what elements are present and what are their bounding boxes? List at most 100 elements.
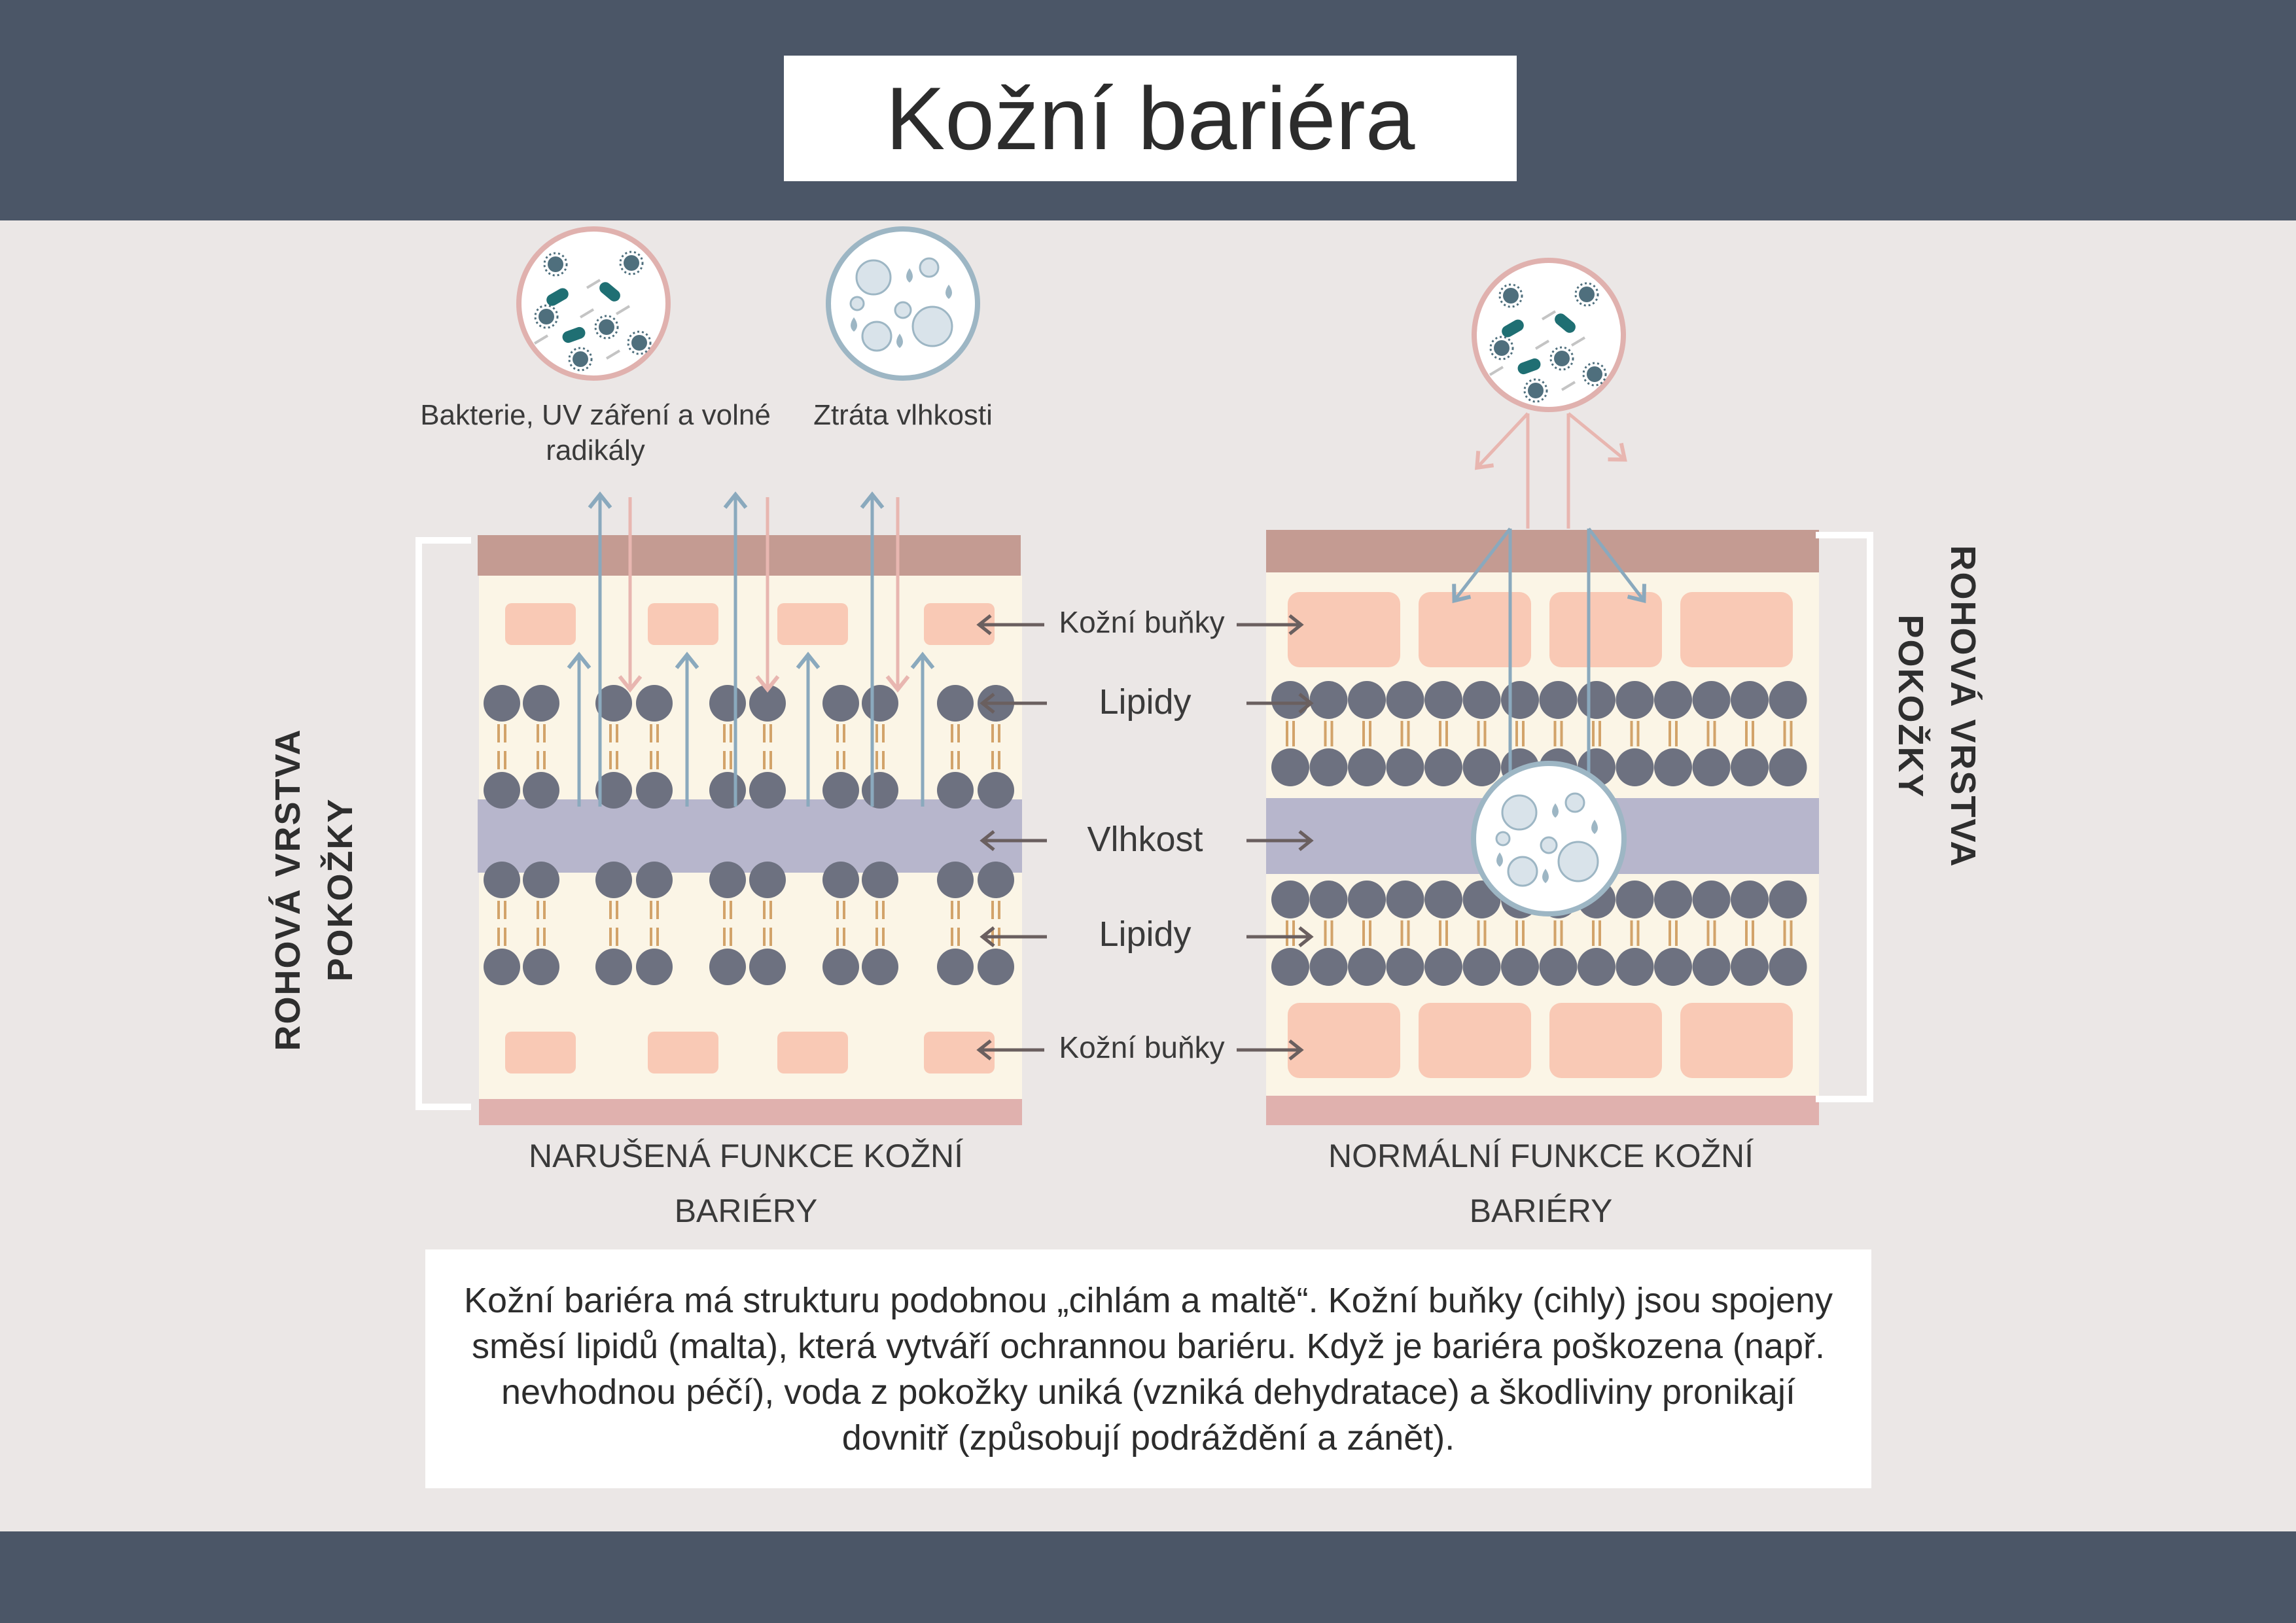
lipid-layers bbox=[484, 685, 1014, 985]
lipid-head bbox=[636, 772, 673, 809]
lipid-head bbox=[749, 949, 786, 985]
skin-cell bbox=[1288, 592, 1400, 667]
lipid-head bbox=[709, 862, 746, 898]
lipid-head bbox=[1769, 748, 1807, 786]
water-drop bbox=[896, 334, 903, 348]
lipid-head bbox=[937, 685, 974, 722]
lipid-head bbox=[1271, 881, 1309, 918]
uv-ray bbox=[586, 279, 601, 289]
lipid-head bbox=[1539, 948, 1578, 986]
virus-particle bbox=[1503, 288, 1519, 304]
lipid-head bbox=[749, 685, 786, 722]
lipid-head bbox=[1386, 948, 1424, 986]
bacteria-circle bbox=[516, 226, 671, 381]
stratum-top-border bbox=[478, 535, 1021, 576]
virus-spikes bbox=[627, 330, 652, 355]
lipid-head bbox=[978, 772, 1014, 809]
water-bubble bbox=[1564, 792, 1585, 813]
virus-spikes bbox=[1582, 362, 1607, 387]
lipid-head bbox=[1386, 881, 1424, 918]
penetration-arrows bbox=[567, 491, 935, 807]
lipid-head bbox=[1654, 748, 1692, 786]
lipid-head bbox=[1309, 681, 1348, 719]
lipid-head bbox=[749, 772, 786, 809]
lipid-head bbox=[978, 949, 1014, 985]
lipid-head bbox=[1348, 881, 1386, 918]
uv-ray bbox=[1541, 310, 1557, 321]
right-bracket bbox=[1816, 532, 1873, 1102]
virus-particle bbox=[1528, 383, 1544, 398]
uv-ray bbox=[1561, 381, 1576, 391]
uv-ray bbox=[605, 349, 621, 360]
lipid-head bbox=[1462, 681, 1501, 719]
lipid-head bbox=[484, 862, 520, 898]
water-drop bbox=[906, 268, 913, 283]
lipid-head bbox=[1309, 748, 1348, 786]
water-bubble bbox=[1540, 836, 1558, 854]
lipid-head bbox=[1731, 881, 1769, 918]
lipid-head bbox=[484, 772, 520, 809]
skin-cell bbox=[505, 1032, 576, 1073]
caption-normal: NORMÁLNÍ FUNKCE KOŽNÍ BARIÉRY bbox=[1328, 1138, 1754, 1229]
lipid-head bbox=[1654, 948, 1692, 986]
lipid-head bbox=[862, 685, 898, 722]
lipid-head bbox=[1348, 948, 1386, 986]
stratum-top-border bbox=[1266, 530, 1819, 572]
skin-cell bbox=[924, 1032, 995, 1073]
skin-cell bbox=[1288, 1003, 1400, 1078]
lipid-head bbox=[636, 862, 673, 898]
lipid-head bbox=[1654, 881, 1692, 918]
lipid-head bbox=[1692, 681, 1731, 719]
skin-cell bbox=[1419, 1003, 1531, 1078]
lipid-head bbox=[862, 772, 898, 809]
retained-moisture-icon bbox=[1471, 761, 1627, 916]
lipid-head bbox=[1539, 681, 1578, 719]
virus-particle bbox=[624, 255, 639, 271]
bacterium bbox=[1555, 313, 1576, 333]
skin-cell bbox=[1549, 1003, 1662, 1078]
normal-barrier bbox=[1266, 412, 1819, 1125]
lipid-head bbox=[1616, 948, 1654, 986]
lipid-head bbox=[523, 772, 559, 809]
skin-cells-label-bottom: Kožní buňky bbox=[1059, 1030, 1225, 1064]
virus-particle bbox=[573, 351, 588, 367]
bacteria-label: Bakterie, UV záření a volné radikály bbox=[420, 399, 771, 466]
water-drop bbox=[1552, 803, 1559, 818]
page-title: Kožní bariéra bbox=[885, 69, 1415, 168]
lipid-head bbox=[709, 685, 746, 722]
lipid-head bbox=[1462, 948, 1501, 986]
water-bubble bbox=[1495, 831, 1511, 846]
bacterium bbox=[599, 282, 620, 302]
skin-cell bbox=[648, 603, 718, 645]
lipid-head bbox=[523, 862, 559, 898]
water-drop bbox=[1496, 852, 1503, 867]
lipids-label-top: Lipidy bbox=[1099, 682, 1192, 722]
skin-cell bbox=[1419, 592, 1531, 667]
lipid-head bbox=[484, 685, 520, 722]
virus-spikes bbox=[1498, 283, 1523, 308]
description-box: Kožní bariéra má strukturu podobnou „cih… bbox=[425, 1249, 1871, 1488]
lipid-head bbox=[1462, 748, 1501, 786]
virus-spikes bbox=[568, 347, 593, 372]
virus-spikes bbox=[1523, 378, 1548, 403]
virus-spikes bbox=[534, 304, 559, 329]
lipid-head bbox=[1769, 948, 1807, 986]
lipid-head bbox=[862, 949, 898, 985]
water-bubble bbox=[911, 305, 953, 347]
bacterium bbox=[1502, 319, 1524, 338]
lipid-head bbox=[636, 949, 673, 985]
lipid-head bbox=[822, 685, 859, 722]
title-box: Kožní bariéra bbox=[784, 56, 1517, 181]
water-bubble bbox=[849, 296, 865, 311]
virus-particle bbox=[1579, 287, 1595, 302]
lipid-head bbox=[1731, 681, 1769, 719]
skin-cell bbox=[505, 603, 576, 645]
water-bubble bbox=[1557, 841, 1599, 882]
virus-particle bbox=[548, 256, 563, 272]
lipid-head bbox=[1501, 681, 1539, 719]
lipid-head bbox=[1348, 748, 1386, 786]
skin-cells bbox=[1288, 592, 1793, 1078]
lipid-head bbox=[523, 949, 559, 985]
lipid-head bbox=[636, 685, 673, 722]
virus-spikes bbox=[1549, 346, 1574, 371]
